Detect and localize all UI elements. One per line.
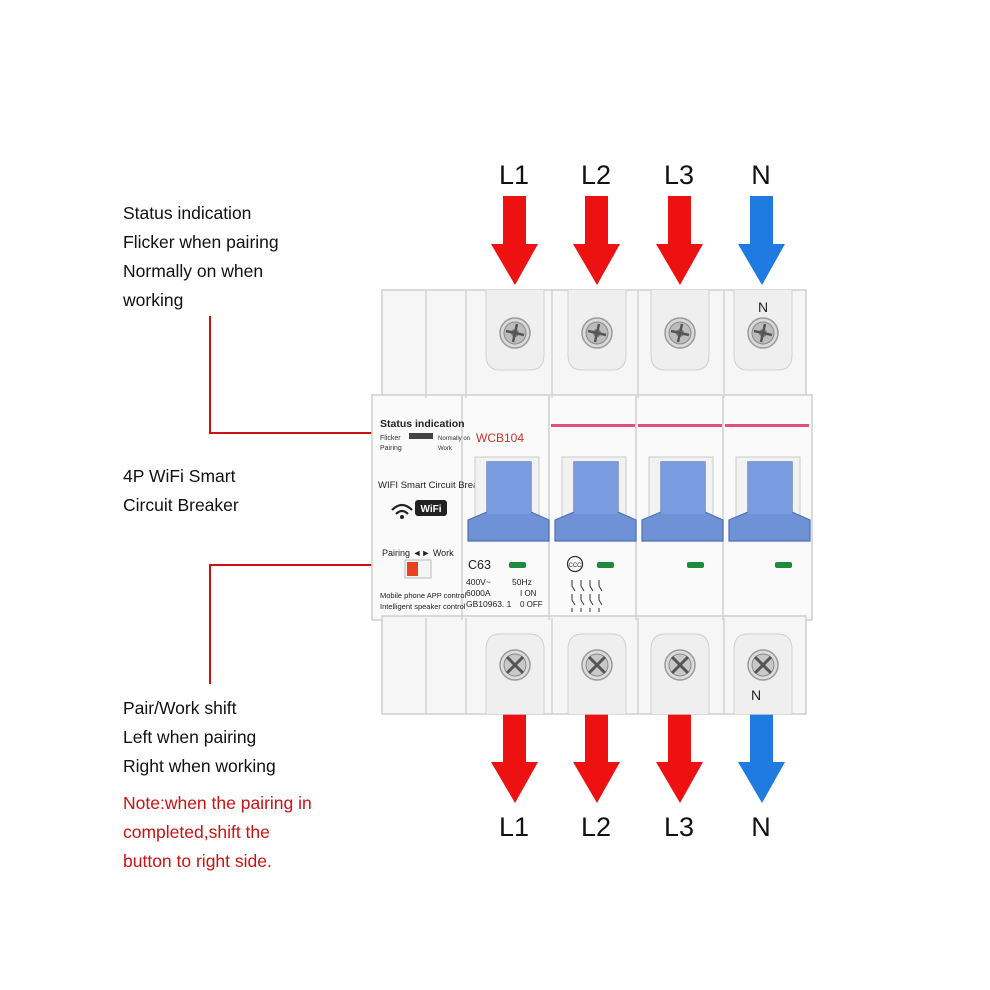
phase-label-top-l2: L2 [580, 160, 612, 190]
module-line2: Intelligent speaker control [380, 602, 466, 611]
terminal-screw-icon [746, 648, 780, 682]
terminal-n-label-bottom: N [751, 687, 761, 703]
svg-text:CCC: CCC [569, 563, 583, 569]
pole-stripe [725, 424, 809, 427]
module-normally-on: Normally on [438, 436, 470, 442]
terminal-screw-icon [580, 648, 614, 682]
terminal-screw-icon [580, 316, 614, 350]
wifi-badge [415, 500, 447, 516]
arrow-top-l3 [656, 196, 703, 285]
wifi-icon [391, 503, 413, 519]
module-pairing: Pairing [380, 445, 402, 452]
annotation-line: Flicker when pairing [123, 232, 279, 252]
status-indicator [687, 562, 704, 568]
status-indicator [775, 562, 792, 568]
pair-work-switch [407, 562, 418, 576]
switch-leader-line [209, 564, 411, 684]
wifi-module-panel: Status indication Flicker Normally on Pa… [378, 418, 492, 611]
terminal-screw-icon [663, 648, 697, 682]
module-title: WIFI Smart Circuit Breaker [378, 480, 492, 491]
annotation-line: Right when working [123, 756, 276, 776]
annotation-line: Left when pairing [123, 727, 257, 747]
standard-label: GB10963. 1 [466, 599, 512, 609]
phase-label-bottom-l3: L3 [663, 812, 695, 842]
terminal-screw-icon [498, 316, 532, 350]
annotation-line: Normally on when [123, 261, 264, 281]
annotation-line: Circuit Breaker [123, 495, 239, 515]
module-flicker: Flicker [380, 435, 401, 442]
status-annotation: Status indication Flicker when pairing N… [123, 199, 279, 315]
phase-label-top-l1: L1 [498, 160, 530, 190]
phase-label-bottom-l1: L1 [498, 812, 530, 842]
module-switch-label: Pairing ◄► Work [382, 548, 454, 558]
status-leader-line [209, 316, 410, 434]
rating-label: C63 [468, 558, 491, 572]
frequency-label: 50Hz [512, 577, 532, 587]
status-led [409, 433, 433, 439]
status-indicator [509, 562, 526, 568]
ccc-cert-icon: CCC [566, 555, 584, 573]
arrow-bottom-l1 [491, 712, 538, 803]
terminal-n-label-top: N [758, 299, 768, 315]
module-line1: Mobile phone APP control [380, 591, 467, 600]
phase-label-bottom-l2: L2 [580, 812, 612, 842]
arrow-bottom-l2 [573, 712, 620, 803]
capacity-label: 6000A [466, 588, 491, 598]
note-line: Note:when the pairing in [123, 793, 312, 813]
status-indicator [597, 562, 614, 568]
phase-label-top-l3: L3 [663, 160, 695, 190]
pairing-note: Note:when the pairing in completed,shift… [123, 789, 312, 876]
arrow-top-l1 [491, 196, 538, 285]
arrow-top-n [738, 196, 785, 285]
terminal-screw-icon [663, 316, 697, 350]
annotation-line: Pair/Work shift [123, 698, 237, 718]
pole-stripe [551, 424, 635, 427]
wifi-badge-label: WiFi [420, 504, 441, 515]
note-line: completed,shift the [123, 822, 270, 842]
on-label: I ON [520, 589, 537, 598]
annotation-line: 4P WiFi Smart [123, 466, 236, 486]
switch-annotation: Pair/Work shift Left when pairing Right … [123, 694, 276, 781]
arrow-bottom-l3 [656, 712, 703, 803]
phase-label-top-n: N [751, 160, 771, 190]
pole-stripe [638, 424, 722, 427]
voltage-label: 400V~ [466, 577, 491, 587]
arrow-bottom-n [738, 712, 785, 803]
phase-label-bottom-n: N [751, 812, 771, 842]
annotation-line: working [123, 290, 184, 310]
terminal-screw-icon [498, 648, 532, 682]
module-status-title: Status indication [380, 418, 465, 430]
annotation-line: Status indication [123, 203, 252, 223]
wiring-schematic-icon [571, 580, 603, 612]
model-label: WCB104 [476, 431, 524, 445]
breaker-handles [467, 456, 811, 542]
terminal-screw-icon [746, 316, 780, 350]
module-work-small: Work [438, 446, 453, 452]
rating-panel: C63 400V~ 50Hz 6000A I ON GB10963. 1 0 O… [466, 558, 543, 609]
off-label: 0 OFF [520, 600, 543, 609]
note-line: button to right side. [123, 851, 272, 871]
product-annotation: 4P WiFi Smart Circuit Breaker [123, 462, 239, 520]
arrow-top-l2 [573, 196, 620, 285]
